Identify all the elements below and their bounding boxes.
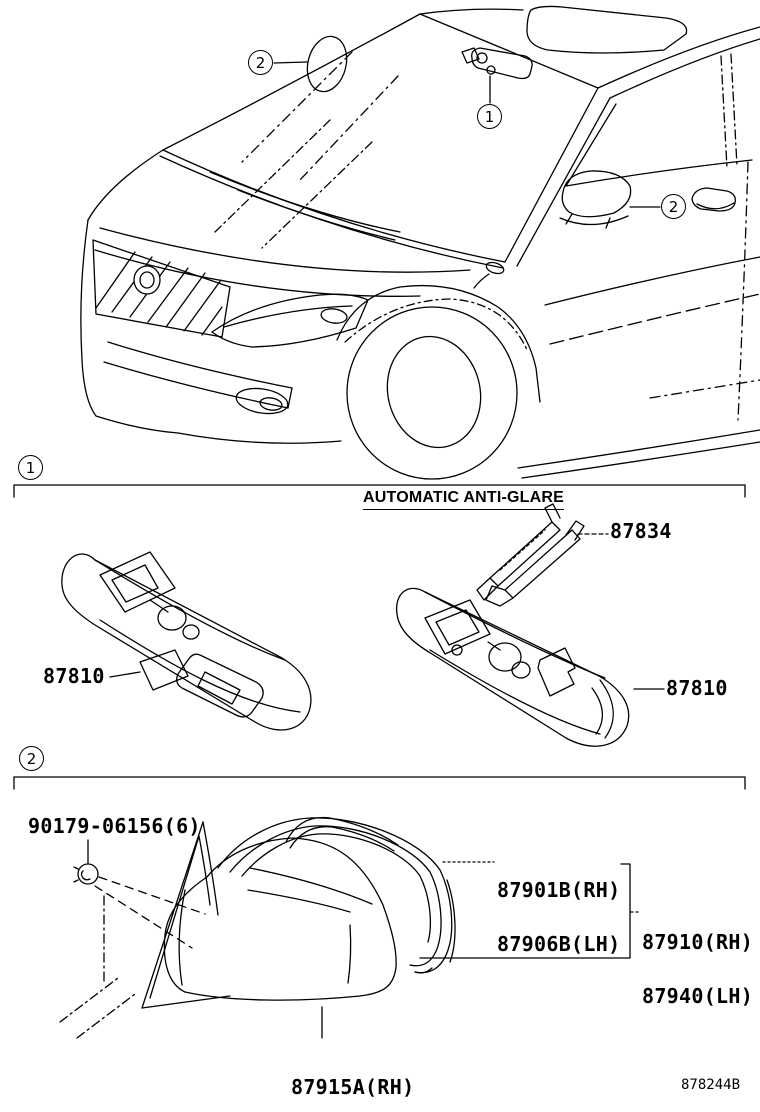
callout-1-inner-mirror-number: 1	[484, 107, 495, 126]
part-label-87810-left: 87810	[43, 664, 105, 688]
callout-2-windshield: 2	[248, 50, 273, 75]
section2-bracket	[14, 777, 745, 789]
part-label-87810-right: 87810	[666, 676, 728, 700]
section1-bracket	[14, 485, 745, 497]
section-2-marker-number: 2	[26, 749, 37, 768]
part-label-glass-lh: 87906B(LH)	[497, 932, 621, 956]
part-label-nut: 90179-06156(6)	[28, 814, 201, 838]
part-label-glass-rh: 87901B(RH)	[497, 878, 621, 902]
section-2-marker: 2	[19, 746, 44, 771]
part-label-mirror-assy: 87910(RH) 87940(LH)	[642, 897, 753, 1041]
section-1-heading: AUTOMATIC ANTI-GLARE	[363, 489, 565, 510]
inner-mirror-left-drawing	[62, 552, 311, 730]
part-label-assy-lh: 87940(LH)	[642, 984, 754, 1008]
inner-mirror-right-drawing	[397, 588, 664, 746]
section-1-marker-number: 1	[25, 458, 36, 477]
car-drawing	[81, 6, 760, 479]
part-label-cover-rh: 87915A(RH)	[291, 1075, 415, 1099]
part-label-cover: 87915A(RH) 87945B(LH)	[291, 1042, 414, 1112]
part-label-assy-rh: 87910(RH)	[642, 930, 754, 954]
diagram-id: 878244B	[681, 1077, 741, 1093]
callout-2-door-mirror-number: 2	[668, 197, 679, 216]
part-label-glass: 87901B(RH) 87906B(LH)	[497, 845, 620, 989]
callout-2-windshield-number: 2	[255, 53, 266, 72]
callout-1-inner-mirror: 1	[477, 104, 502, 129]
door-mirror-drawing	[60, 818, 640, 1039]
anti-glare-clip-drawing	[477, 504, 608, 606]
callout-leader-lines	[274, 62, 660, 207]
callout-2-door-mirror: 2	[661, 194, 686, 219]
section-1-marker: 1	[18, 455, 43, 480]
part-label-87834: 87834	[610, 519, 672, 543]
